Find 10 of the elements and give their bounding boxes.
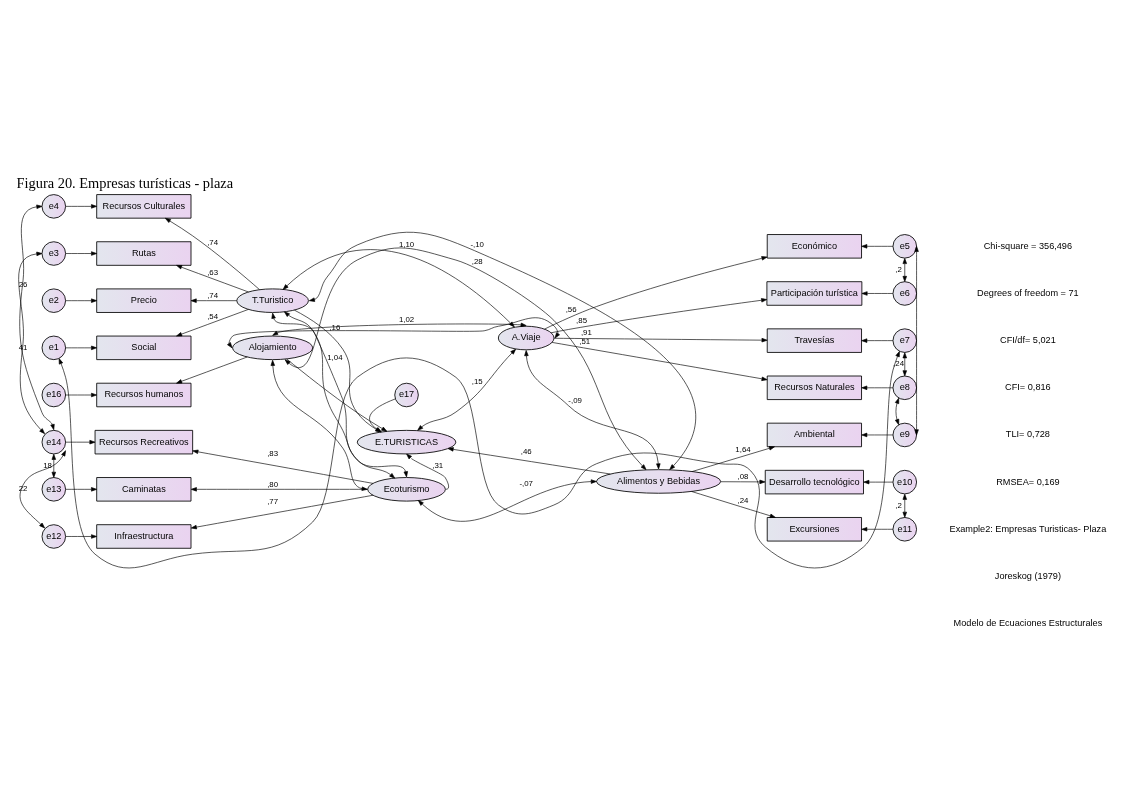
label: Modelo de Ecuaciones Estructurales bbox=[953, 618, 1103, 629]
label: RMSEA= 0,169 bbox=[996, 476, 1060, 487]
label: Example2: Empresas Turisticas- Plaza bbox=[949, 523, 1107, 534]
diagram-title: Figura 20. Empresas turísticas - plaza bbox=[16, 174, 234, 191]
label: CFI/df= 5,021 bbox=[1000, 335, 1056, 346]
label: Chi-square = 356,496 bbox=[983, 240, 1073, 251]
label: Joreskog (1979) bbox=[994, 570, 1061, 581]
label: TLI= 0,728 bbox=[1005, 429, 1050, 440]
label: CFI= 0,816 bbox=[1005, 382, 1051, 393]
label: Degrees of freedom = 71 bbox=[977, 287, 1079, 298]
